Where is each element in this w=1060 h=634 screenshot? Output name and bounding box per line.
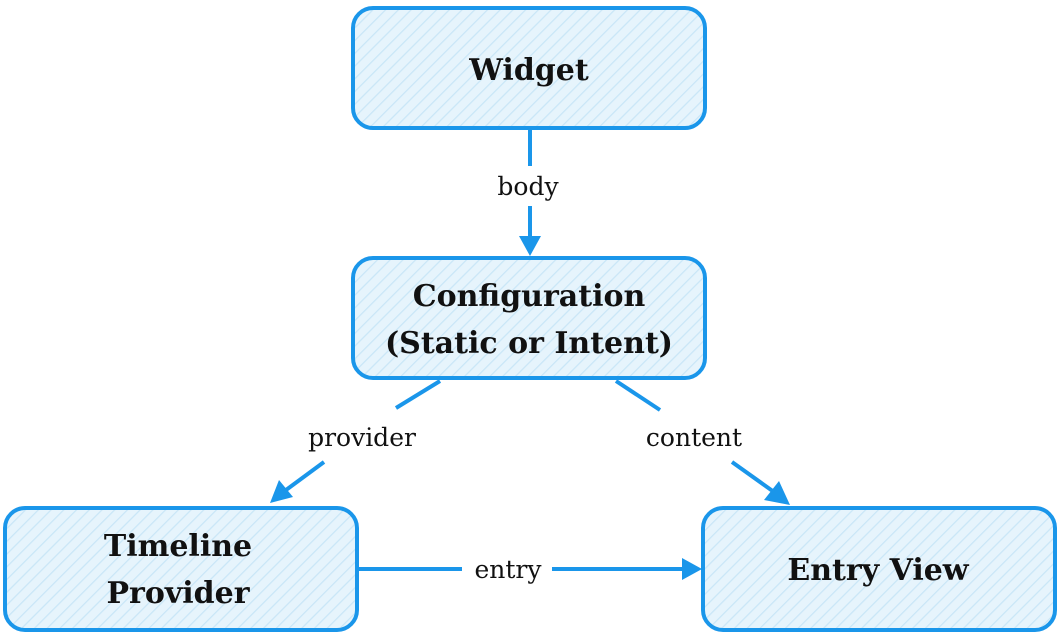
node-timeline-provider-box [3, 506, 359, 632]
node-entry-view: Entry View [701, 506, 1057, 632]
node-timeline-provider: Timeline Provider [3, 506, 359, 632]
edge-body: body [497, 128, 559, 256]
edge-provider-line-bottom [284, 460, 326, 492]
node-configuration-line1: Configuration [413, 279, 646, 314]
edge-content-label: content [646, 423, 742, 452]
node-widget-label: Widget [468, 53, 589, 88]
edge-entry-arrowhead [682, 558, 702, 580]
node-widget: Widget [351, 6, 707, 130]
edge-entry-label: entry [474, 555, 542, 584]
edge-body-arrowhead [519, 236, 541, 256]
edge-content: content [614, 379, 790, 505]
edge-provider-line-top [394, 379, 442, 410]
node-entry-view-label: Entry View [787, 553, 969, 588]
edge-provider-arrowhead [270, 480, 293, 503]
node-timeline-provider-line1: Timeline [104, 529, 252, 564]
edge-content-arrowhead [764, 481, 790, 505]
node-entry-view-box [701, 506, 1057, 632]
edge-body-label: body [497, 172, 559, 201]
node-configuration: Configuration (Static or Intent) [351, 256, 707, 380]
edge-provider-label: provider [308, 423, 416, 452]
edge-entry: entry [359, 555, 702, 584]
node-configuration-box [351, 256, 707, 380]
edge-provider: provider [270, 379, 442, 503]
node-widget-box [351, 6, 707, 130]
node-timeline-provider-line2: Provider [106, 576, 250, 611]
edge-content-line-bottom [730, 460, 776, 494]
edge-content-line-top [614, 379, 662, 412]
node-configuration-line2: (Static or Intent) [385, 326, 673, 361]
